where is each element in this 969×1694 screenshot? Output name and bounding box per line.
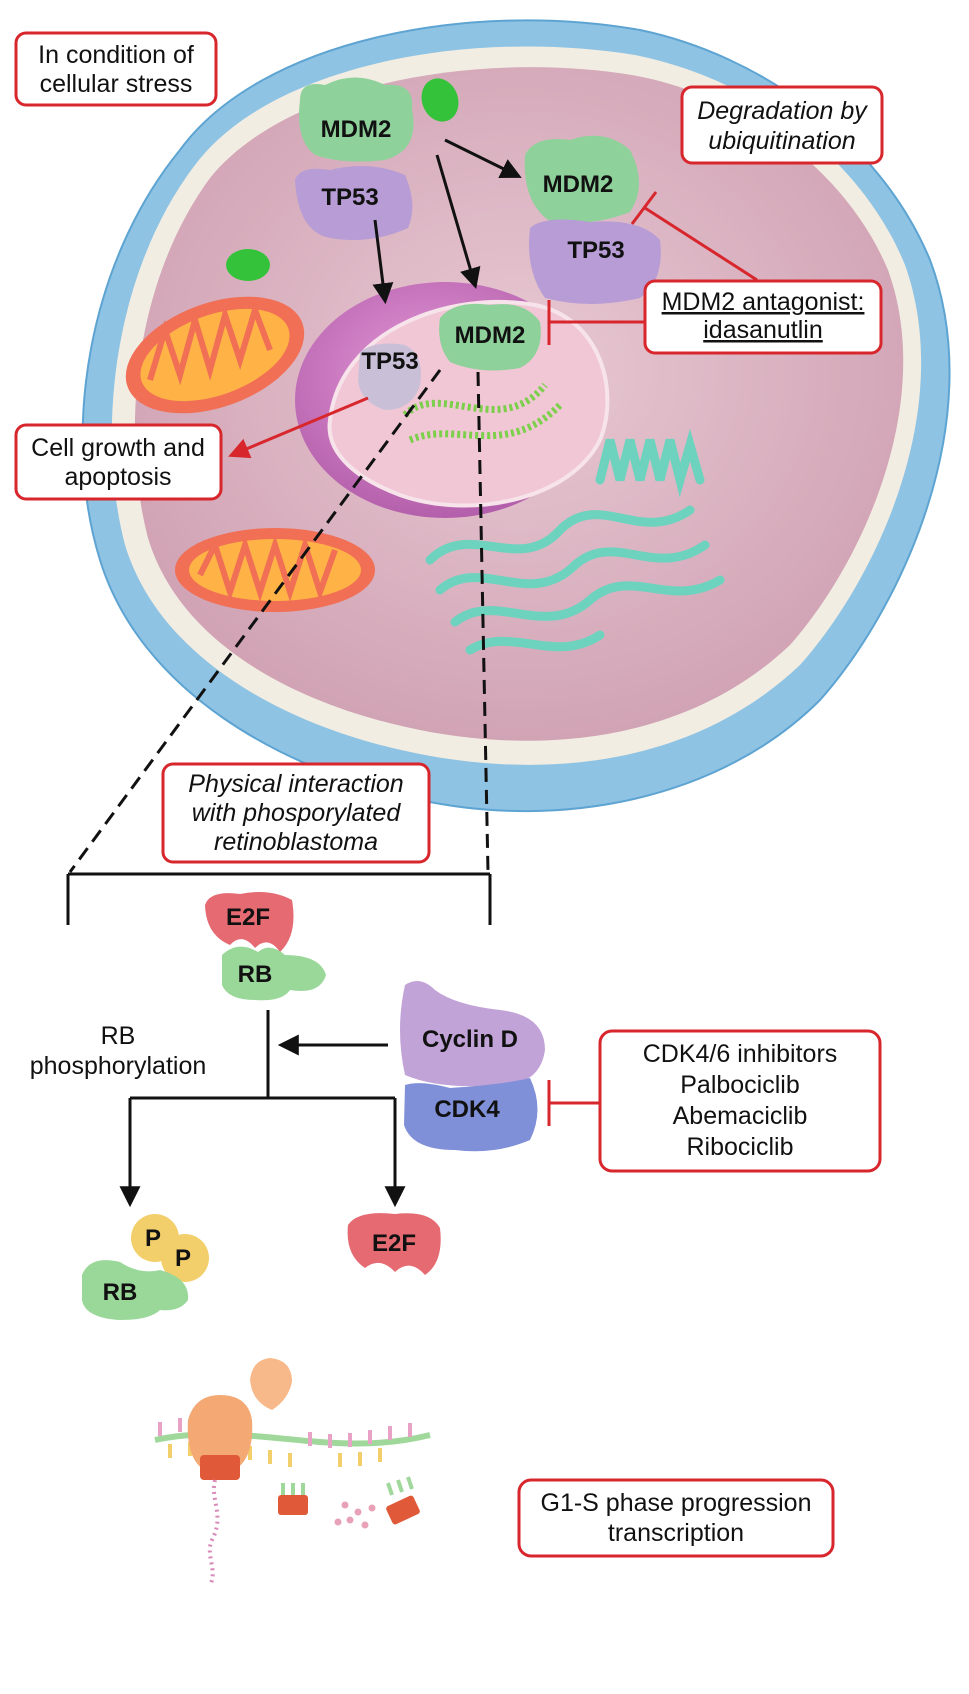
svg-text:Cyclin D: Cyclin D: [422, 1026, 518, 1053]
box-mdm2-antagonist: MDM2 antagonist: idasanutlin: [643, 279, 883, 355]
svg-text:cellular stress: cellular stress: [40, 70, 193, 98]
tp53-nucleus: TP53: [358, 343, 421, 410]
arrow-tp53-to-cell-growth: [228, 396, 369, 459]
tp53-degradation: TP53: [529, 219, 661, 304]
svg-text:Ribociclib: Ribociclib: [687, 1133, 794, 1161]
svg-text:Physical interaction: Physical interaction: [188, 770, 403, 798]
trna-1: [278, 1483, 308, 1515]
svg-text:MDM2 antagonist:: MDM2 antagonist:: [662, 288, 865, 316]
chromatin: [402, 382, 563, 444]
svg-text:RB: RB: [238, 961, 273, 988]
pathway-lines: [119, 1010, 406, 1208]
svg-text:idasanutlin: idasanutlin: [703, 316, 823, 344]
mrna-tail: [207, 1479, 220, 1586]
zoom-bracket: [66, 872, 492, 925]
e2f-in-complex: [205, 892, 294, 952]
svg-text:P: P: [175, 1245, 191, 1272]
label-rb-phosphorylation: RB phosphorylation: [30, 1022, 207, 1080]
box-g1s-transcription: G1-S phase progression transcription: [517, 1478, 835, 1558]
svg-text:RB: RB: [101, 1022, 136, 1050]
svg-text:TP53: TP53: [361, 348, 418, 375]
arrow-mdm2-to-nucleus: [435, 154, 481, 290]
box-physical-interaction: Physical interaction with phosporylated …: [161, 762, 431, 864]
svg-text:Abemaciclib: Abemaciclib: [673, 1102, 808, 1130]
mitochondrion-upper: [125, 296, 305, 414]
cdk-inhibition: [547, 1080, 600, 1126]
zoom-line-left: [68, 369, 442, 873]
mdm2-nucleus: MDM2: [439, 303, 541, 371]
cell-red-lines: [228, 191, 758, 459]
e2f-rb-complex: E2F RB: [205, 892, 326, 1001]
svg-text:TP53: TP53: [567, 237, 624, 264]
box-degradation: Degradation by ubiquitination: [680, 85, 884, 165]
svg-text:Degradation by: Degradation by: [697, 97, 868, 125]
svg-text:ubiquitination: ubiquitination: [708, 127, 855, 155]
phosphorylated-rb: P P RB: [82, 1214, 209, 1320]
phosphate-2: [161, 1234, 209, 1282]
vesicle-upper: [421, 78, 459, 122]
svg-text:CDK4/6 inhibitors: CDK4/6 inhibitors: [643, 1040, 838, 1068]
transcription-illustration: [154, 1358, 431, 1586]
svg-text:E2F: E2F: [226, 904, 270, 931]
box-cellular-stress: In condition of cellular stress: [14, 31, 218, 107]
ribosome-top: [250, 1358, 292, 1410]
mdm2-cytoplasm: MDM2: [299, 77, 414, 162]
svg-text:Cell growth and: Cell growth and: [31, 434, 205, 462]
svg-text:RB: RB: [103, 1279, 138, 1306]
endoplasmic-reticulum: [425, 428, 725, 655]
cell-arrows: [372, 138, 522, 305]
svg-text:transcription: transcription: [608, 1519, 744, 1547]
mdm2-degradation: MDM2: [524, 135, 639, 223]
svg-text:CDK4: CDK4: [434, 1096, 500, 1123]
trna-2: [386, 1476, 420, 1525]
svg-text:apoptosis: apoptosis: [64, 463, 171, 491]
box-cell-growth: Cell growth and apoptosis: [14, 423, 223, 501]
svg-text:TP53: TP53: [321, 184, 378, 211]
rna-polymerase: [187, 1395, 253, 1475]
zoom-line-right: [476, 371, 490, 873]
inhibition-degradation-stem: [644, 206, 758, 282]
arrow-tp53-to-nucleus: [372, 219, 394, 305]
zoom-lines: [68, 369, 490, 873]
svg-text:MDM2: MDM2: [321, 116, 392, 143]
free-e2f: E2F: [347, 1213, 441, 1275]
inhibition-degradation-bar: [630, 191, 658, 225]
svg-text:E2F: E2F: [372, 1230, 416, 1257]
box-cdk-inhibitors: CDK4/6 inhibitors Palbociclib Abemacicli…: [598, 1029, 882, 1173]
cdk4: [404, 1078, 538, 1152]
rb-free: [82, 1260, 189, 1320]
tp53-cytoplasm: TP53: [295, 166, 413, 241]
svg-text:MDM2: MDM2: [455, 322, 526, 349]
svg-text:P: P: [145, 1225, 161, 1252]
cyclin-d: [400, 981, 545, 1087]
svg-text:In condition of: In condition of: [38, 41, 194, 69]
svg-text:G1-S phase progression: G1-S phase progression: [541, 1489, 812, 1517]
rb-in-complex: [222, 946, 326, 1001]
arrow-mdm2-to-degradation: [444, 138, 522, 178]
svg-text:with phosporylated: with phosporylated: [192, 799, 402, 827]
vesicle-left: [226, 249, 270, 281]
svg-text:phosphorylation: phosphorylation: [30, 1052, 207, 1080]
mitochondrion-lower: [175, 528, 375, 612]
amino-acids: [334, 1501, 376, 1529]
svg-text:retinoblastoma: retinoblastoma: [214, 828, 378, 856]
svg-text:Palbociclib: Palbociclib: [680, 1071, 800, 1099]
svg-text:MDM2: MDM2: [543, 171, 614, 198]
cyclin-d-cdk4: Cyclin D CDK4: [400, 981, 545, 1152]
